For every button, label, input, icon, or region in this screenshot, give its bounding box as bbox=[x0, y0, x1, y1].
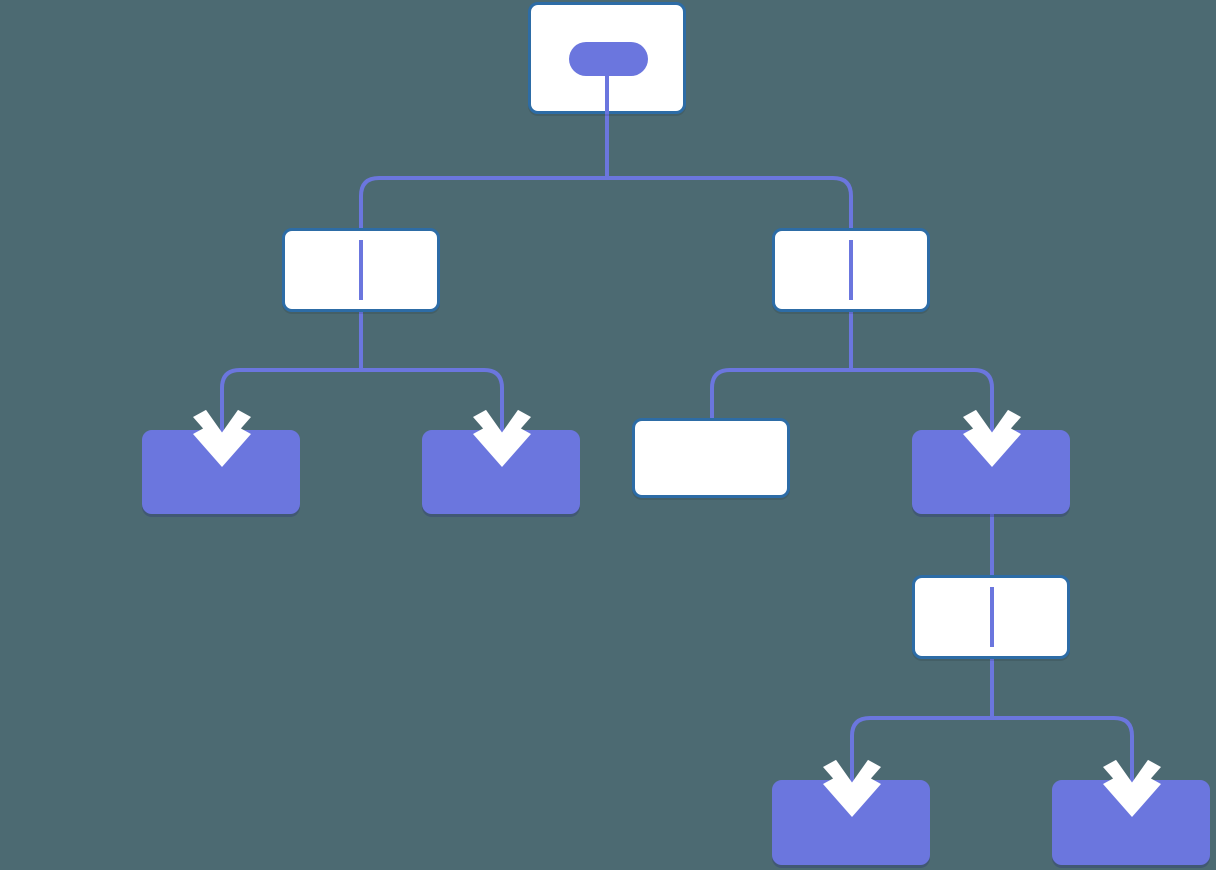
connector-edge bbox=[849, 312, 994, 430]
diagram-node[interactable] bbox=[142, 430, 300, 514]
node-pill-badge bbox=[569, 42, 648, 76]
diagram-node[interactable] bbox=[632, 418, 790, 498]
diagram-node[interactable] bbox=[282, 228, 440, 312]
diagram-node[interactable] bbox=[422, 430, 580, 514]
diagram-node[interactable] bbox=[772, 780, 930, 865]
diagram-node[interactable] bbox=[912, 430, 1070, 514]
connector-edge bbox=[359, 114, 609, 228]
diagram-node[interactable] bbox=[772, 228, 930, 312]
connector-edge bbox=[605, 114, 853, 228]
connector-edge bbox=[710, 312, 853, 418]
diagram-node[interactable] bbox=[912, 575, 1070, 659]
connector-edge bbox=[850, 659, 994, 780]
through-lines-group bbox=[359, 76, 994, 647]
diagram-node[interactable] bbox=[1052, 780, 1210, 865]
connector-edge bbox=[220, 312, 363, 430]
connector-edge bbox=[359, 312, 504, 430]
connector-edge bbox=[990, 659, 1134, 780]
